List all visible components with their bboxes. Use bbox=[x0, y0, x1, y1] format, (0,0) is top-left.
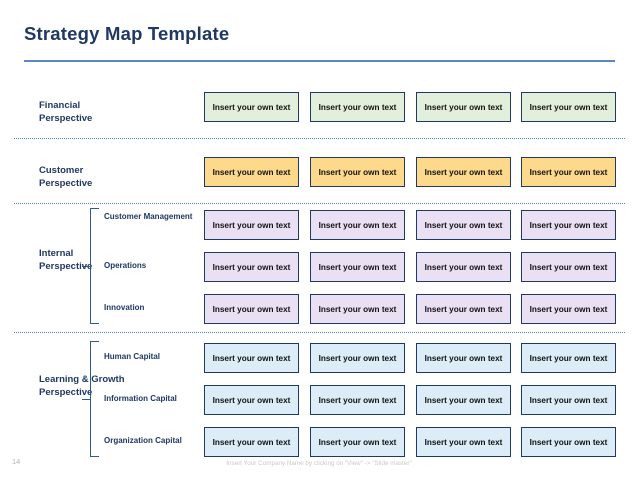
objective-cell[interactable]: Insert your own text bbox=[310, 294, 405, 324]
objective-cell[interactable]: Insert your own text bbox=[416, 294, 511, 324]
objective-cell[interactable]: Insert your own text bbox=[521, 343, 616, 373]
objective-cell[interactable]: Insert your own text bbox=[416, 427, 511, 457]
objective-cell[interactable]: Insert your own text bbox=[416, 343, 511, 373]
title-underline-rule bbox=[24, 60, 615, 62]
objective-cell[interactable]: Insert your own text bbox=[204, 157, 299, 187]
perspective-label-financial: Financial Perspective bbox=[39, 100, 93, 124]
objective-cell[interactable]: Insert your own text bbox=[416, 92, 511, 122]
objective-cell[interactable]: Insert your own text bbox=[204, 210, 299, 240]
objective-cell[interactable]: Insert your own text bbox=[416, 252, 511, 282]
objective-cell[interactable]: Insert your own text bbox=[521, 252, 616, 282]
sub-theme-label: Innovation bbox=[104, 303, 145, 312]
perspective-label-internal: Internal Perspective bbox=[39, 248, 93, 272]
objective-cell[interactable]: Insert your own text bbox=[310, 343, 405, 373]
objective-cell[interactable]: Insert your own text bbox=[310, 427, 405, 457]
objective-cell[interactable]: Insert your own text bbox=[310, 92, 405, 122]
sub-theme-label: Human Capital bbox=[104, 352, 161, 361]
band-separator bbox=[14, 332, 625, 333]
objective-cell[interactable]: Insert your own text bbox=[204, 294, 299, 324]
footer-note: Insert Your Company Name by clicking on … bbox=[226, 460, 412, 467]
bracket-tick-learning-growth bbox=[82, 399, 91, 400]
objective-cell[interactable]: Insert your own text bbox=[204, 385, 299, 415]
objective-cell[interactable]: Insert your own text bbox=[416, 157, 511, 187]
objective-cell[interactable]: Insert your own text bbox=[204, 427, 299, 457]
bracket-learning-growth bbox=[90, 341, 99, 457]
objective-cell[interactable]: Insert your own text bbox=[310, 210, 405, 240]
objective-cell[interactable]: Insert your own text bbox=[204, 343, 299, 373]
band-separator bbox=[14, 138, 625, 139]
objective-cell[interactable]: Insert your own text bbox=[204, 252, 299, 282]
objective-cell[interactable]: Insert your own text bbox=[310, 157, 405, 187]
objective-cell[interactable]: Insert your own text bbox=[521, 294, 616, 324]
objective-cell[interactable]: Insert your own text bbox=[521, 210, 616, 240]
objective-cell[interactable]: Insert your own text bbox=[204, 92, 299, 122]
sub-theme-label: Operations bbox=[104, 261, 147, 270]
objective-cell[interactable]: Insert your own text bbox=[310, 385, 405, 415]
objective-cell[interactable]: Insert your own text bbox=[310, 252, 405, 282]
page-number: 14 bbox=[12, 457, 21, 466]
sub-theme-label: Information Capital bbox=[104, 394, 177, 403]
page-title: Strategy Map Template bbox=[24, 23, 230, 44]
objective-cell[interactable]: Insert your own text bbox=[416, 385, 511, 415]
band-separator bbox=[14, 203, 625, 204]
bracket-internal bbox=[90, 208, 99, 324]
perspective-label-customer: Customer Perspective bbox=[39, 165, 93, 189]
bracket-tick-internal bbox=[82, 266, 91, 267]
objective-cell[interactable]: Insert your own text bbox=[521, 92, 616, 122]
objective-cell[interactable]: Insert your own text bbox=[416, 210, 511, 240]
perspective-label-learning-growth: Learning & Growth Perspective bbox=[39, 374, 125, 398]
objective-cell[interactable]: Insert your own text bbox=[521, 427, 616, 457]
objective-cell[interactable]: Insert your own text bbox=[521, 157, 616, 187]
sub-theme-label: Organization Capital bbox=[104, 436, 182, 445]
sub-theme-label: Customer Management bbox=[104, 212, 193, 221]
objective-cell[interactable]: Insert your own text bbox=[521, 385, 616, 415]
